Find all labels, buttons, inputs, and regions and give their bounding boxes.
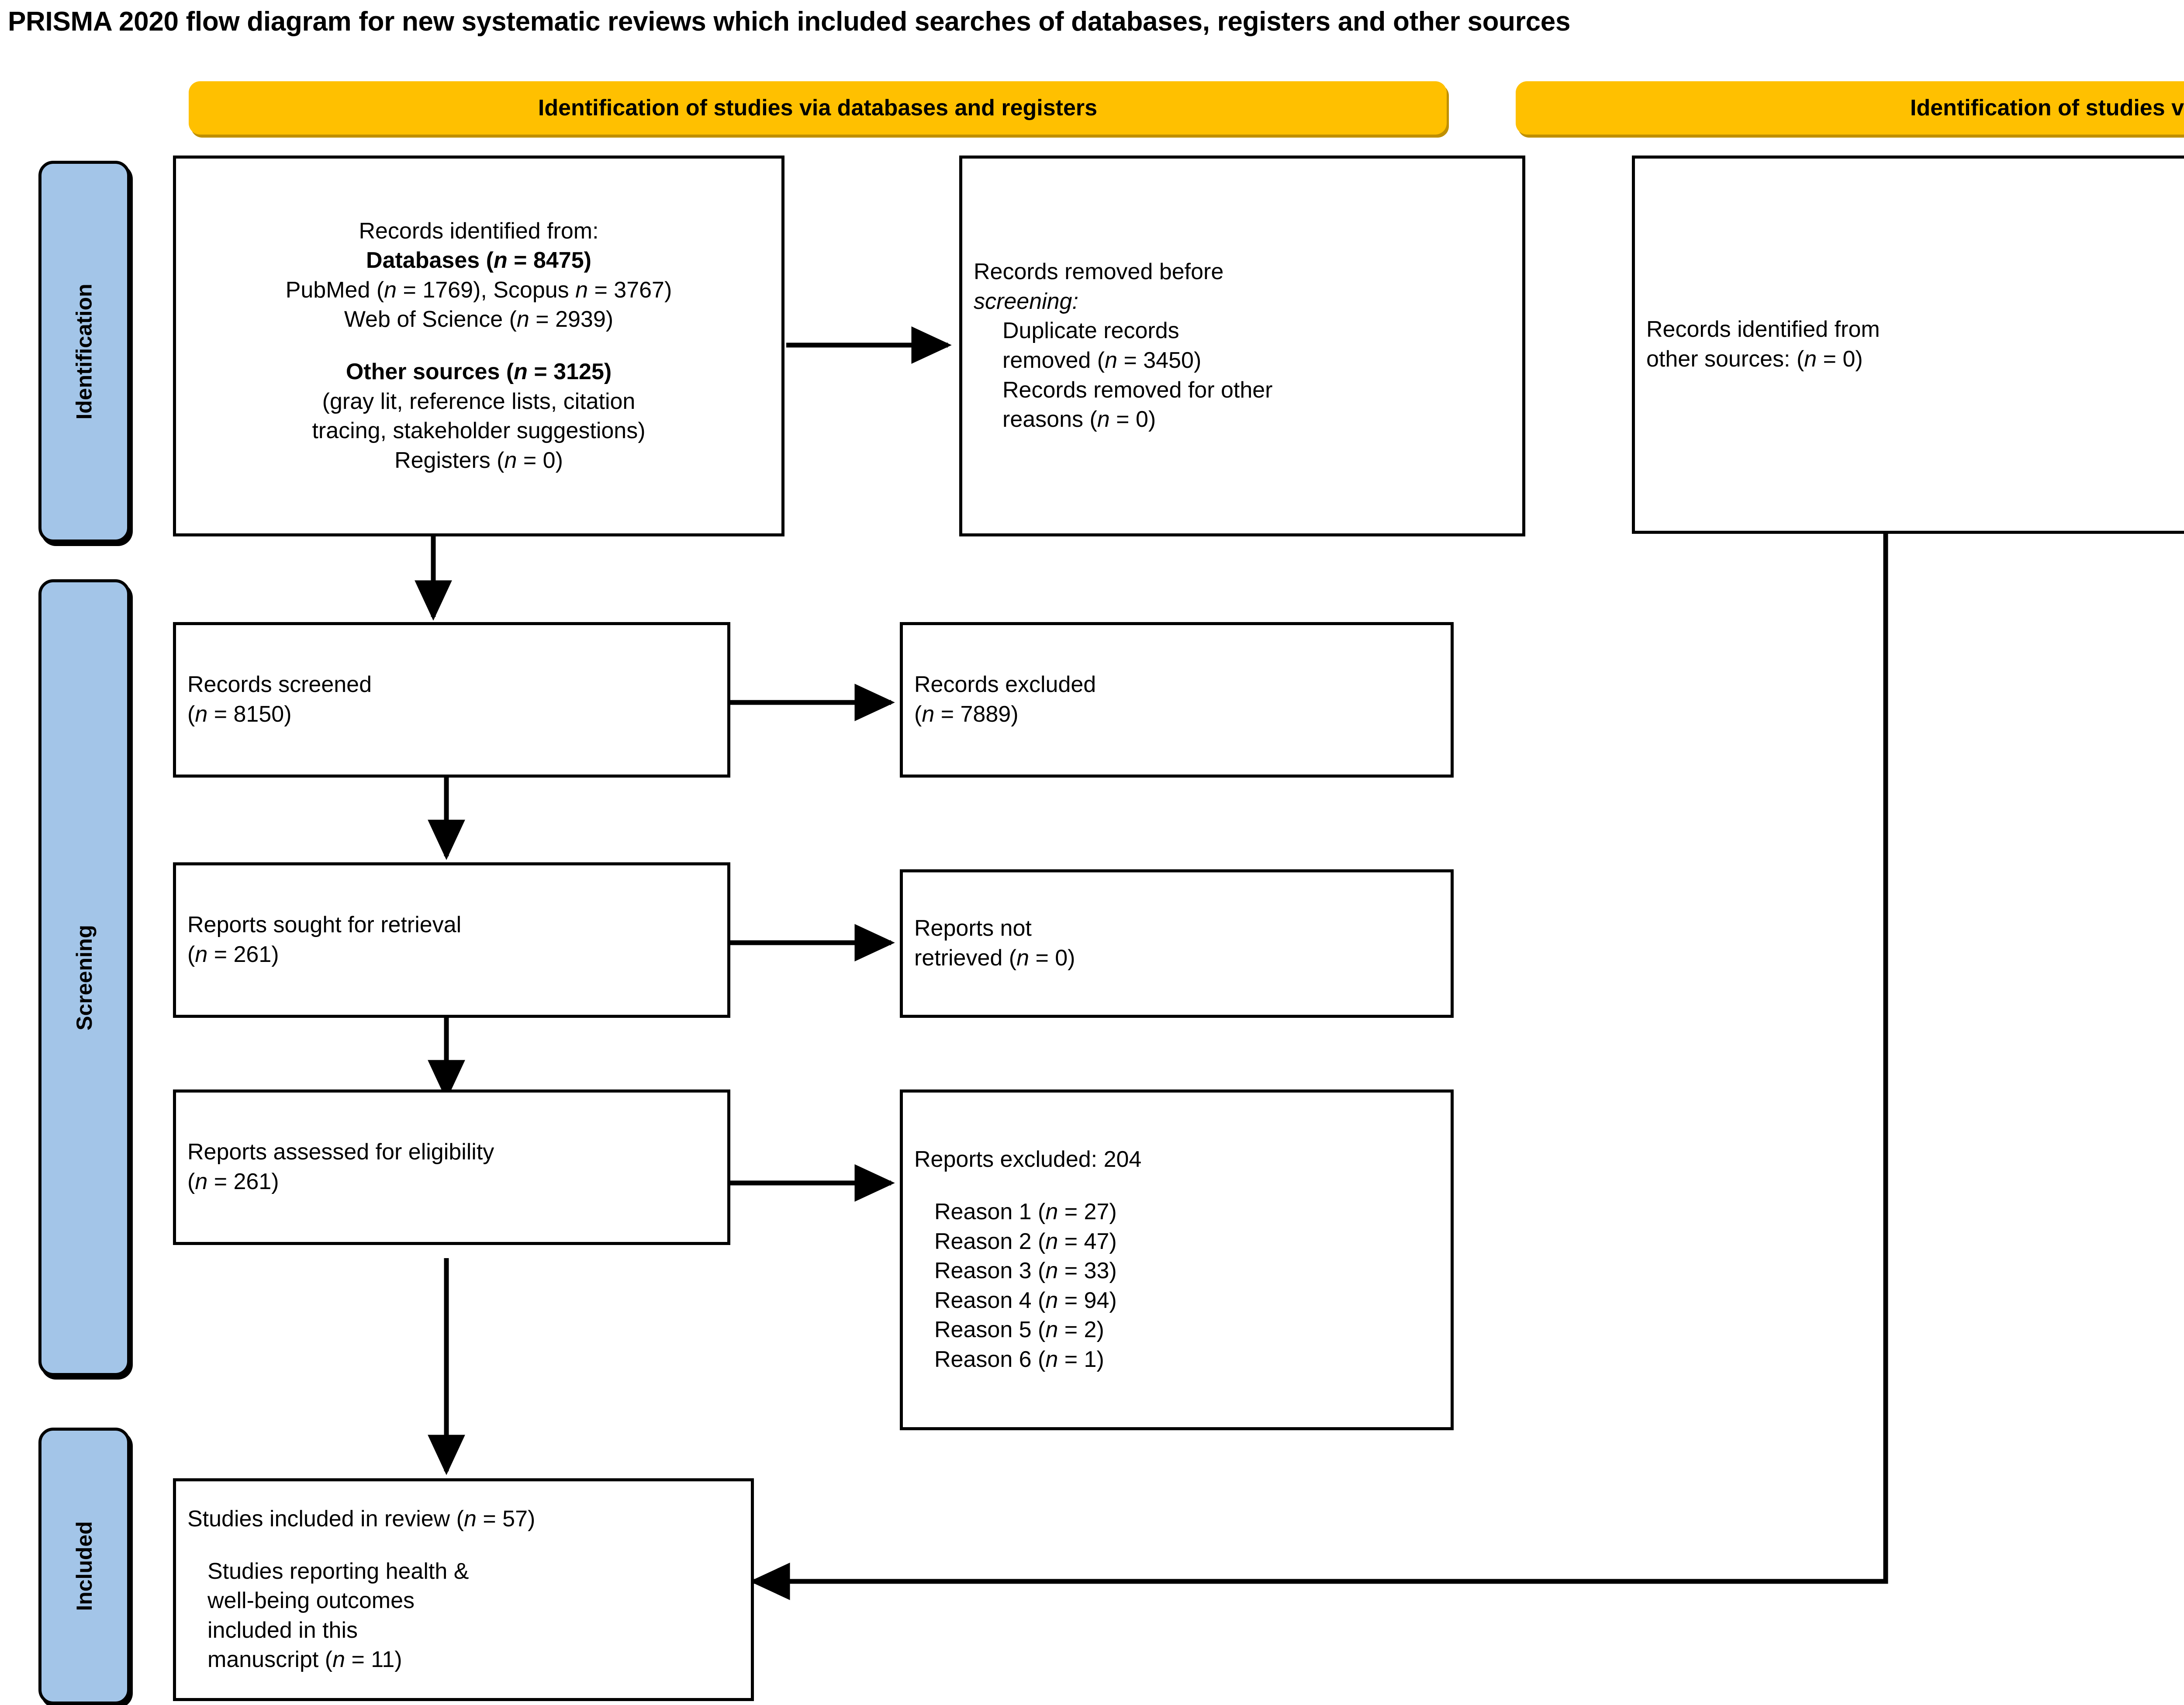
node-records-identified-from: Records identified from: Databases (n = … [173,156,784,536]
node-records-identified-other-sources: Records identified from other sources: (… [1632,156,2184,534]
node-line: other sources: (n = 0) [1646,346,1863,372]
node-line: Reason 1 (n = 27) [934,1199,1117,1225]
node-line: Records identified from [1646,317,1880,342]
stage-bar-label: Identification of studies via other meth… [1910,95,2184,121]
node-line: Records removed before [974,259,1224,285]
node-line: Studies included in review (n = 57) [187,1506,536,1532]
node-records-removed-before-screening: Records removed before screening: Duplic… [959,156,1525,536]
node-reports-excluded-with-reasons: Reports excluded: 204 Reason 1 (n = 27) … [900,1089,1454,1430]
node-body: Studies included in review (n = 57) Stud… [176,1504,751,1675]
node-line: Records excluded [914,672,1096,698]
node-records-screened: Records screened (n = 8150) [173,622,730,778]
node-body: Reports excluded: 204 Reason 1 (n = 27) … [903,1145,1451,1374]
node-line: PubMed (n = 1769), Scopus n = 3767) [285,277,672,303]
node-records-excluded: Records excluded (n = 7889) [900,622,1454,778]
node-line: Reason 3 (n = 33) [934,1258,1117,1284]
node-studies-included-in-review: Studies included in review (n = 57) Stud… [173,1478,754,1701]
node-line: (n = 7889) [914,702,1019,727]
node-line: Studies reporting health & [207,1558,469,1584]
node-line-spacer [914,1175,1439,1197]
node-line: screening: [974,288,1078,314]
node-body: Records excluded (n = 7889) [903,670,1451,729]
node-line: Reports assessed for eligibility [187,1139,494,1165]
node-line: Other sources (n = 3125) [346,359,612,384]
node-line: Reason 6 (n = 1) [934,1346,1104,1372]
node-body: Records screened (n = 8150) [176,670,727,729]
node-line: Reason 5 (n = 2) [934,1317,1104,1343]
phase-tab-label: Identification [72,284,97,420]
node-line: well-being outcomes [207,1588,415,1614]
node-line: Reports not [914,916,1032,941]
node-line: (gray lit, reference lists, citation [322,388,636,414]
node-body: Reports not retrieved (n = 0) [903,914,1451,973]
node-body: Records removed before screening: Duplic… [962,257,1522,435]
node-line: Web of Science (n = 2939) [344,307,614,332]
node-line: retrieved (n = 0) [914,945,1075,971]
node-line: Reports sought for retrieval [187,912,462,938]
node-reports-not-retrieved: Reports not retrieved (n = 0) [900,869,1454,1018]
node-line: Reason 2 (n = 47) [934,1228,1117,1254]
node-line: Duplicate records [1002,318,1179,344]
node-line-spacer [187,335,770,357]
node-line: Records screened [187,672,372,698]
node-line: manuscript (n = 11) [207,1647,402,1673]
phase-tab-label: Included [72,1521,97,1611]
node-line-spacer [187,1534,740,1557]
node-line: (n = 261) [187,942,279,967]
phase-tab-label: Screening [72,925,97,1031]
node-body: Records identified from: Databases (n = … [176,217,781,476]
node-line: Databases (n = 8475) [366,248,591,273]
node-line: Registers (n = 0) [394,447,563,473]
node-reports-assessed-for-eligibility: Reports assessed for eligibility (n = 26… [173,1089,730,1245]
node-body: Records identified from other sources: (… [1635,315,2184,374]
node-line: included in this [207,1617,358,1643]
node-body: Reports sought for retrieval (n = 261) [176,910,727,969]
phase-tab-included: Included [38,1428,130,1705]
stage-bar-databases-registers: Identification of studies via databases … [189,81,1447,135]
node-line: (n = 8150) [187,702,292,727]
node-line: (n = 261) [187,1169,279,1194]
stage-bar-label: Identification of studies via databases … [538,95,1098,121]
node-line: removed (n = 3450) [1002,348,1202,373]
node-line: Reports excluded: 204 [914,1147,1142,1172]
phase-tab-identification: Identification [38,161,130,543]
node-line: Reason 4 (n = 94) [934,1287,1117,1313]
node-body: Reports assessed for eligibility (n = 26… [176,1138,727,1197]
node-line: Records identified from: [359,218,599,244]
node-line: reasons (n = 0) [1002,407,1156,432]
phase-tab-screening: Screening [38,579,130,1376]
node-line: tracing, stakeholder suggestions) [312,418,646,444]
node-reports-sought-for-retrieval: Reports sought for retrieval (n = 261) [173,862,730,1018]
page-title: PRISMA 2020 flow diagram for new systema… [8,7,1571,37]
stage-bar-other-methods: Identification of studies via other meth… [1516,81,2184,135]
node-line: Records removed for other [1002,377,1273,403]
